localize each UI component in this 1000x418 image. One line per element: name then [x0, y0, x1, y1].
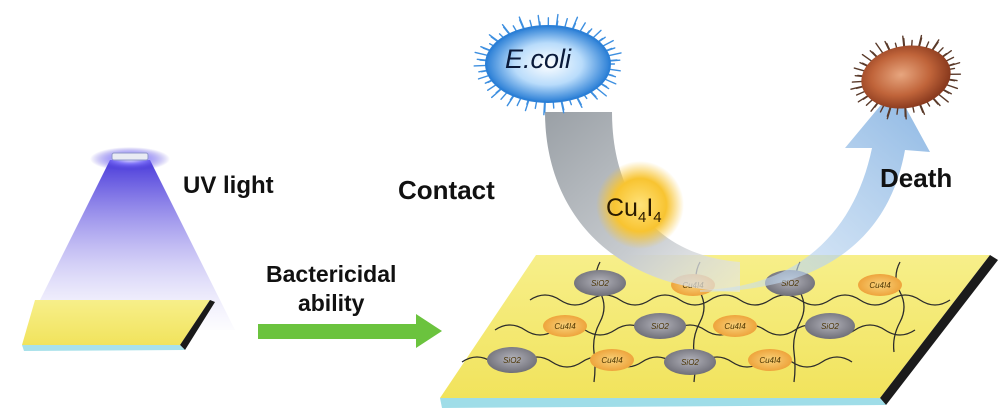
- node-label: SiO2: [503, 356, 521, 365]
- node-label: Cu4I4: [601, 356, 623, 365]
- cu-subscript: 4: [637, 209, 647, 226]
- ability-word: ability: [297, 290, 365, 316]
- bactericidal-word: Bactericidal: [266, 261, 397, 287]
- bactericidal-ability-label: Bactericidal ability: [266, 260, 396, 318]
- node-label: SiO2: [781, 279, 799, 288]
- death-arrow-icon: [700, 88, 930, 292]
- node-label: Cu4I4: [554, 322, 576, 331]
- contact-label: Contact: [398, 175, 495, 205]
- node-label: SiO2: [821, 322, 839, 331]
- node-label: SiO2: [651, 322, 669, 331]
- uv-lamp-icon: [25, 147, 235, 330]
- i-symbol: I: [646, 194, 654, 222]
- node-label: Cu4I4: [869, 281, 891, 290]
- node-label: SiO2: [591, 279, 609, 288]
- cu4i4-label: Cu4I4: [606, 194, 662, 226]
- film-substrate-icon: [22, 300, 215, 351]
- film-substrate-large: Cu4I4Cu4I4Cu4I4Cu4I4Cu4I4Cu4I4SiO2SiO2Si…: [440, 255, 998, 408]
- contact-arrow-icon: [545, 112, 740, 292]
- dead-bacterium-icon: [850, 34, 962, 120]
- node-label: Cu4I4: [759, 356, 781, 365]
- death-label: Death: [880, 163, 953, 193]
- node-label: Cu4I4: [724, 322, 746, 331]
- cu-symbol: Cu: [606, 194, 638, 222]
- ecoli-label: E.coli: [505, 44, 572, 74]
- i-subscript: 4: [653, 209, 662, 226]
- green-arrow-icon: [258, 314, 442, 348]
- uv-light-label: UV light: [183, 172, 274, 199]
- cu4i4-cluster-icon: [596, 161, 684, 249]
- node-label: SiO2: [681, 358, 699, 367]
- e-coli-bacterium-icon: [473, 13, 622, 116]
